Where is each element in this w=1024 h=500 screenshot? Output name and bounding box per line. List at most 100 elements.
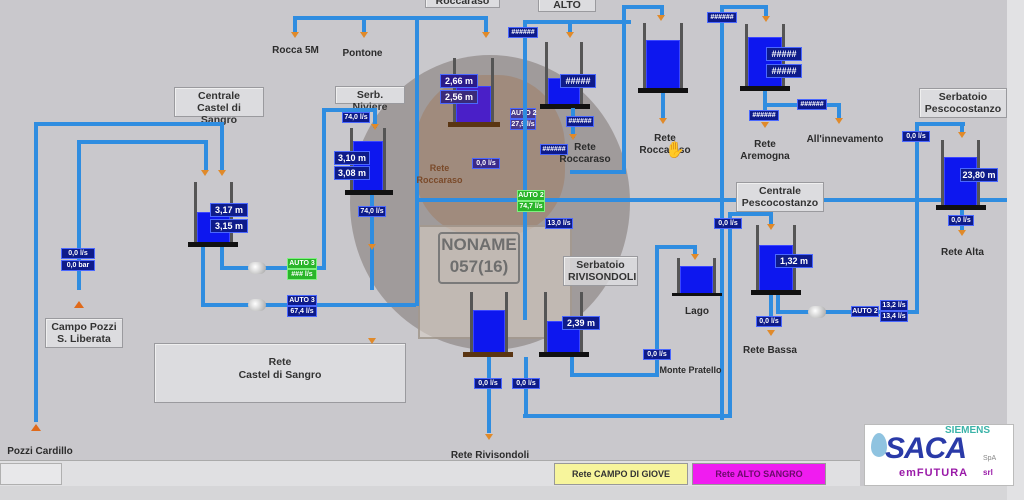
outflow-arrow-icon — [291, 32, 299, 38]
rivisondoli-out-2: 0,0 l/s — [512, 378, 540, 389]
pump-icon[interactable] — [248, 262, 266, 274]
innevamento-flow: ###### — [797, 99, 827, 110]
pipe — [523, 414, 732, 418]
tank-wall — [383, 128, 386, 190]
rete-campo-di-giove-button[interactable]: Rete CAMPO DI GIOVE — [554, 463, 688, 485]
rete-castel-di-sangro-panel[interactable]: Rete Castel di Sangro — [154, 343, 406, 403]
pipe — [769, 212, 773, 224]
pipe — [728, 212, 773, 216]
spa-text: SpA — [983, 455, 997, 462]
emfutura-text: emFUTURA — [899, 467, 969, 479]
campo-pressure: 0,0 bar — [61, 260, 95, 271]
tank-base — [540, 104, 590, 109]
alto-level: ##### — [560, 74, 596, 88]
tank-wall — [680, 23, 683, 88]
outflow-arrow-icon — [958, 230, 966, 236]
auto2-green-flow: 74,7 l/s — [517, 201, 545, 212]
outflow-arrow-icon — [368, 244, 376, 250]
pipe — [523, 20, 631, 24]
vertical-scrollbar[interactable] — [1007, 0, 1024, 500]
tank-base — [463, 352, 513, 357]
pipe — [769, 295, 773, 320]
mouse-cursor-icon: ✋ — [665, 142, 685, 159]
tank-base — [751, 290, 801, 295]
pipe — [487, 357, 491, 433]
outflow-arrow-icon — [485, 434, 493, 440]
pipe — [415, 16, 419, 306]
outflow-arrow-icon — [482, 32, 490, 38]
tank-wall — [470, 292, 473, 352]
tank-base — [638, 88, 688, 93]
label-rete-aremogna: Rete Aremogna — [740, 139, 790, 162]
tank-wall — [941, 140, 944, 205]
pipe — [728, 212, 732, 417]
top-box-alto: ALTO — [538, 0, 596, 12]
tank-base — [188, 242, 238, 247]
nav-empty-field[interactable] — [0, 463, 62, 485]
pipe — [622, 5, 626, 174]
title-centrale-pescocostanzo: Centrale Pescocostanzo — [736, 182, 824, 212]
pipe — [373, 108, 377, 128]
tank-aremogna-water — [748, 37, 782, 88]
niviere-flow-out: 74,0 l/s — [358, 206, 386, 217]
tank-base — [936, 205, 986, 210]
pump1-mode[interactable]: AUTO 3 — [287, 258, 317, 269]
rete-alto-sangro-button[interactable]: Rete ALTO SANGRO — [692, 463, 826, 485]
pesco-c-mode[interactable]: AUTO 2 — [851, 306, 879, 317]
pump1-flow: ### l/s — [287, 269, 317, 280]
niviere-flow-in: 74,0 l/s — [342, 112, 370, 123]
pipe — [693, 245, 697, 255]
pratello-flow: 0,0 l/s — [643, 349, 671, 360]
label-pozzi-cardillo: Pozzi Cardillo — [7, 446, 73, 457]
tank-base — [740, 86, 790, 91]
tank-wall — [544, 292, 547, 352]
pipe — [293, 16, 488, 20]
pipe — [570, 170, 626, 174]
pipe — [915, 122, 965, 126]
outflow-arrow-icon — [360, 32, 368, 38]
inflow-arrow-icon — [218, 170, 226, 176]
auto2-green-mode[interactable]: AUTO 2 — [517, 190, 545, 201]
pump2-mode[interactable]: AUTO 3 — [287, 295, 317, 306]
pump-icon[interactable] — [248, 299, 266, 311]
horizontal-scrollbar[interactable] — [0, 486, 1024, 500]
tank-pesco-s-water — [944, 157, 977, 207]
pesco-s-level: 23,80 m — [960, 168, 998, 182]
pipe — [720, 5, 768, 9]
pipe — [622, 5, 664, 9]
pesco-c-flow-2: 13,4 l/s — [880, 311, 908, 322]
pipe — [77, 140, 207, 144]
rivisondoli-level: 2,39 m — [562, 316, 600, 330]
tank-lago-water — [680, 266, 713, 295]
pipe — [655, 245, 697, 249]
pipe — [655, 245, 659, 375]
aremogna-level-2: ##### — [766, 64, 802, 78]
pipe — [293, 16, 297, 32]
pipe — [220, 122, 224, 170]
saca-text: SACA — [885, 432, 967, 465]
rivisondoli-out-1: 0,0 l/s — [474, 378, 502, 389]
tank-wall — [713, 258, 716, 294]
tank-rocca-top-water — [646, 40, 680, 90]
label-pontone: Pontone — [342, 48, 383, 59]
castel-level-1: 3,17 m — [210, 203, 248, 217]
label-rete-bassa: Rete Bassa — [743, 345, 797, 356]
pump-icon[interactable] — [808, 306, 826, 318]
pipe — [660, 5, 664, 17]
pipe — [960, 122, 964, 134]
alto-flow-in: ###### — [508, 27, 538, 38]
pesco-c-flow-in: 0,0 l/s — [714, 218, 742, 229]
pipe — [545, 20, 549, 24]
pipe — [568, 20, 572, 32]
inflow-up-arrow-icon — [31, 424, 41, 431]
pesco-s-flow-in: 0,0 l/s — [902, 131, 930, 142]
inflow-up-arrow-icon — [74, 301, 84, 308]
rivisondoli-flow-in: 13,0 l/s — [545, 218, 573, 229]
alto-out-2: ###### — [540, 144, 568, 155]
tank-base — [539, 352, 589, 357]
outflow-arrow-icon — [659, 118, 667, 124]
label-rete-roccaraso-right: Rete Roccaraso — [639, 133, 691, 156]
aremogna-level-1: ##### — [766, 47, 802, 61]
outflow-arrow-icon — [767, 330, 775, 336]
